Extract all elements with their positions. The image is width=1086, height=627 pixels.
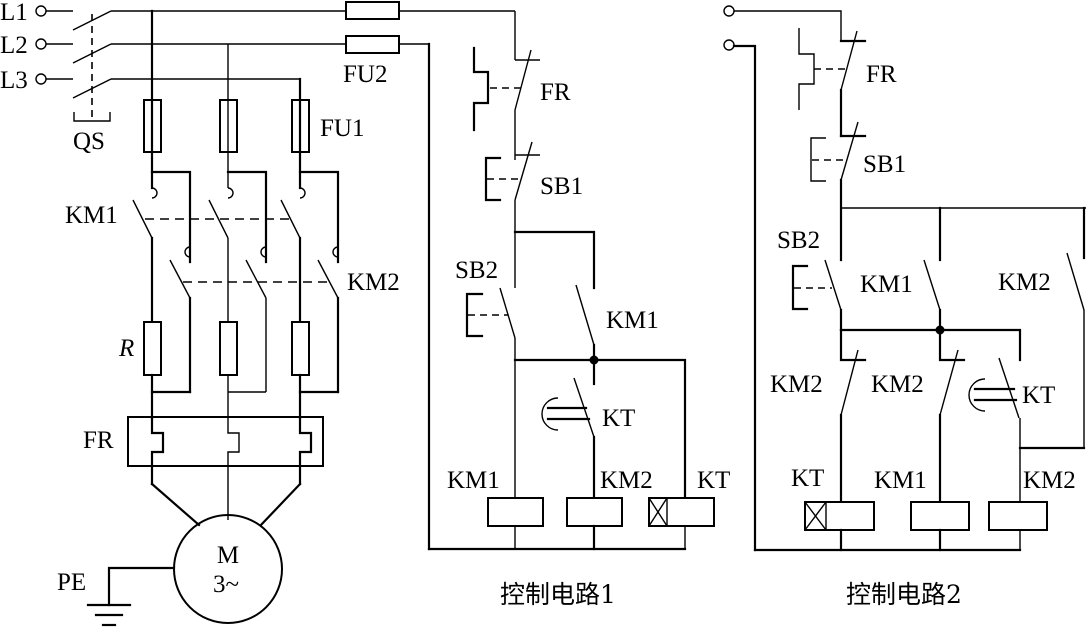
control-circuit-2: FR SB1 SB2 KM1 KM2	[723, 5, 1086, 609]
km2-main-label: KM2	[347, 269, 400, 296]
kt-coil-icon	[648, 497, 715, 527]
phase-l3-label: L3	[0, 67, 28, 94]
coil-kt-2-label: KT	[791, 465, 824, 492]
qs-switch-icon	[72, 10, 112, 122]
fu2-fuse-icon	[345, 1, 400, 20]
phase-l2-label: L2	[0, 32, 28, 59]
coil-km2-2-label: KM2	[1023, 467, 1076, 494]
motor-phase: 3~	[213, 571, 239, 598]
junction-dot	[589, 355, 599, 365]
qs-label: QS	[73, 128, 105, 155]
phase-l2-terminal: L2	[0, 32, 73, 59]
kt-timer-contact-icon-2	[968, 357, 1086, 502]
coil-km1-2-label: KM1	[874, 467, 927, 494]
km1-main-contacts-icon	[132, 199, 301, 239]
terminal-icon	[35, 38, 47, 50]
pe-label: PE	[57, 569, 86, 596]
km2-interlock-middle-label: KM2	[871, 371, 924, 398]
km1-holding-contact-icon	[575, 284, 595, 346]
resistor-icon	[143, 321, 162, 376]
km2-coil-icon-2	[988, 501, 1048, 531]
sb2-2-label: SB2	[777, 227, 820, 254]
coil-km2-label: KM2	[600, 467, 653, 494]
sb2-label: SB2	[455, 257, 498, 284]
phase-l1-label: L1	[0, 0, 28, 26]
fu2-fuse-icon	[345, 35, 400, 54]
terminal-icon	[723, 39, 735, 51]
sb2-start-button-icon	[465, 287, 516, 339]
km2-coil-icon	[566, 497, 623, 527]
km1-coil-icon-2	[910, 501, 970, 531]
kt-coil-icon-2	[804, 501, 875, 531]
motor-icon: M 3~	[173, 514, 283, 624]
km2-holding-contact-icon-2	[1066, 252, 1085, 448]
km1-main-label: KM1	[65, 202, 118, 229]
km1-coil-icon	[487, 497, 544, 527]
fr-nc-contact-icon	[472, 46, 540, 160]
sb1-label: SB1	[540, 173, 583, 200]
fr-main-label: FR	[83, 427, 114, 454]
sb1-2-label: SB1	[863, 151, 906, 178]
km2-interlock-contact-icon-middle	[938, 328, 966, 504]
km1-holding-label: KM1	[606, 307, 659, 334]
fu1-label: FU1	[320, 115, 364, 142]
terminal-icon	[723, 5, 735, 17]
km2-holding-2-label: KM2	[998, 269, 1051, 296]
phase-l3-terminal: L3	[0, 67, 73, 94]
km1-holding-contact-icon-2	[923, 259, 941, 311]
km1-holding-2-label: KM1	[860, 271, 913, 298]
coil-km1-label: KM1	[447, 467, 500, 494]
kt-contact-label: KT	[602, 405, 635, 432]
resistor-icon	[291, 321, 310, 376]
motor-symbol: M	[217, 542, 239, 569]
fr-thermal-element-icon	[127, 416, 324, 520]
km2-main-contacts-icon	[169, 259, 339, 299]
sb1-stop-button-icon-2	[810, 121, 867, 182]
resistor-label: R	[118, 335, 134, 362]
control-circuit-2-caption: 控制电路2	[846, 580, 962, 609]
sb2-start-button-icon-2	[791, 259, 842, 311]
fr-contact-2-label: FR	[866, 61, 897, 88]
phase-l1-terminal: L1	[0, 0, 73, 26]
sb1-stop-button-icon	[484, 141, 540, 202]
kt-timer-contact-icon	[541, 377, 596, 500]
control-circuit-1-caption: 控制电路1	[500, 580, 616, 609]
main-circuit: L1 L2 L3 QS FU2	[0, 0, 515, 627]
resistor-icon	[219, 321, 238, 376]
fr-nc-contact-icon-2	[798, 28, 867, 138]
coil-kt-label: KT	[697, 467, 730, 494]
terminal-icon	[35, 73, 47, 85]
km2-interlock-contact-icon-left	[839, 328, 867, 504]
control-circuit-1: FR SB1 SB2 KM1	[427, 11, 730, 609]
terminal-icon	[35, 5, 47, 17]
fu2-label: FU2	[343, 61, 387, 88]
kt-contact-2-label: KT	[1022, 382, 1055, 409]
fr-contact-label: FR	[540, 79, 571, 106]
km2-interlock-left-label: KM2	[770, 371, 823, 398]
ground-icon	[86, 566, 176, 627]
